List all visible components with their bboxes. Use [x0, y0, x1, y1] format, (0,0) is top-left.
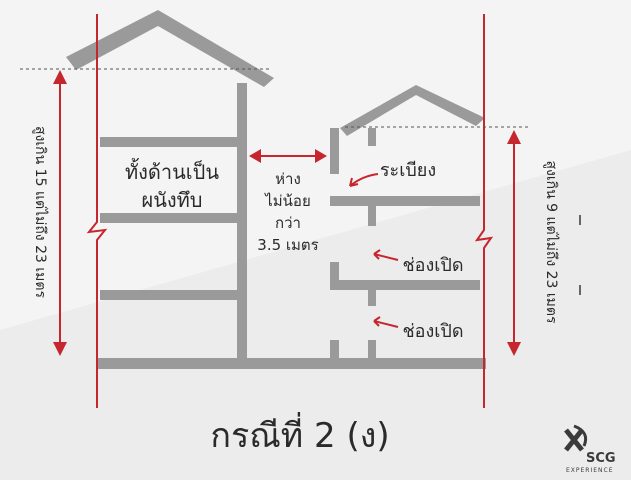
case-caption: กรณีที่ 2 (ง) [210, 412, 389, 456]
left-height-label: สูงเกิน 15 แต่ไม่ถึง 23 เมตร [32, 126, 49, 298]
opening-pointer-arrow-2 [373, 316, 399, 328]
right-building: ระเบียง ช่องเปิด ช่องเปิด [330, 85, 485, 360]
logo-swoosh [573, 424, 588, 447]
right-floor-1 [330, 280, 480, 290]
gap-label-line4: 3.5 เมตร [257, 236, 318, 254]
left-floor-1 [100, 290, 240, 300]
right-boundary-line [474, 14, 494, 408]
right-wall-mid [330, 262, 339, 280]
gap-label-line2: ไม่น้อย [264, 192, 310, 210]
balcony-pointer-arrow [349, 173, 379, 187]
inner-column-2 [368, 206, 376, 226]
opening-pointer-arrow-1 [373, 249, 399, 261]
left-floor-2 [100, 213, 240, 223]
inner-column-3 [368, 284, 376, 306]
right-height-arrow [507, 130, 521, 356]
inner-column-top [368, 128, 376, 146]
opening-label-1: ช่องเปิด [402, 255, 463, 276]
wall-label-line1: ทั้งด้านเป็น [125, 158, 219, 184]
left-solid-wall [237, 83, 247, 358]
logo-tagline: EXPERIENCE [566, 467, 614, 474]
opening-label-2: ช่องเปิด [402, 321, 463, 342]
ground-line [96, 358, 486, 369]
gap-label-line3: กว่า [275, 214, 301, 232]
left-floor-3 [100, 137, 240, 147]
balcony-label: ระเบียง [380, 160, 436, 181]
scg-experience-logo: SCG EXPERIENCE [564, 424, 616, 474]
gap-dimension-arrow [249, 149, 327, 163]
right-floor-2 [330, 196, 480, 206]
wall-label-line2: ผนังทึบ [141, 188, 202, 212]
logo-brand: SCG [586, 451, 616, 466]
background-shade [0, 150, 631, 480]
left-building: ทั้งด้านเป็น ผนังทึบ [66, 10, 274, 358]
logo-x-mark [564, 428, 584, 452]
gap-label-line1: ห่าง [275, 170, 301, 188]
left-boundary-line [86, 14, 108, 408]
left-height-arrow [53, 70, 67, 356]
right-wall-lower [330, 340, 339, 360]
left-roof [66, 10, 274, 87]
right-roof [340, 85, 485, 136]
inner-column-4 [368, 340, 376, 360]
right-wall-upper [330, 128, 339, 174]
right-height-label: สูงเกิน 9 แต่ไม่ถึง 23 เมตร [543, 160, 560, 324]
